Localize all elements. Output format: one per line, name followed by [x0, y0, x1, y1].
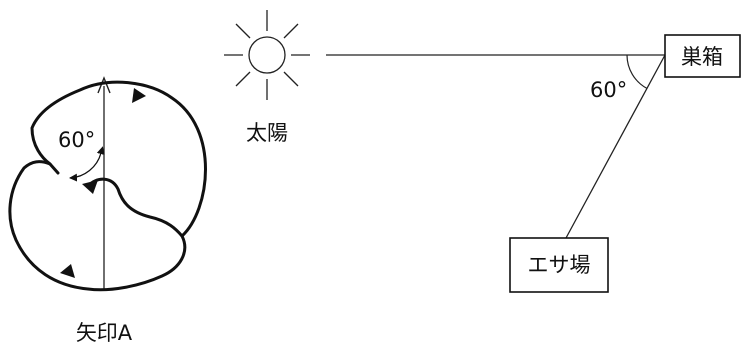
map-angle-label: 60° — [590, 78, 627, 102]
sun-icon — [224, 10, 310, 100]
arrow-a-head — [97, 76, 111, 94]
arrow-a-label: 矢印A — [76, 321, 133, 345]
dance-angle-arc — [69, 146, 105, 182]
food-source-label: エサ場 — [528, 253, 591, 277]
food-direction-line — [565, 54, 666, 239]
waggle-dance-figure: 60° 矢印A — [8, 76, 207, 345]
dance-arrowhead-top — [132, 88, 146, 103]
map-angle-arc — [626, 54, 648, 89]
hive-box: 巣箱 — [664, 34, 741, 78]
sun-label: 太陽 — [246, 121, 288, 145]
dance-arrowhead-bottom — [60, 264, 75, 278]
map-diagram: 太陽 60° 巣箱 エサ場 — [224, 10, 741, 293]
dance-loop-left — [8, 160, 187, 292]
dance-arrowhead-middle — [82, 180, 98, 194]
hive-label: 巣箱 — [681, 45, 723, 69]
food-source-box: エサ場 — [509, 237, 609, 293]
dance-angle-label: 60° — [58, 128, 95, 152]
dance-loop-right — [30, 80, 207, 238]
